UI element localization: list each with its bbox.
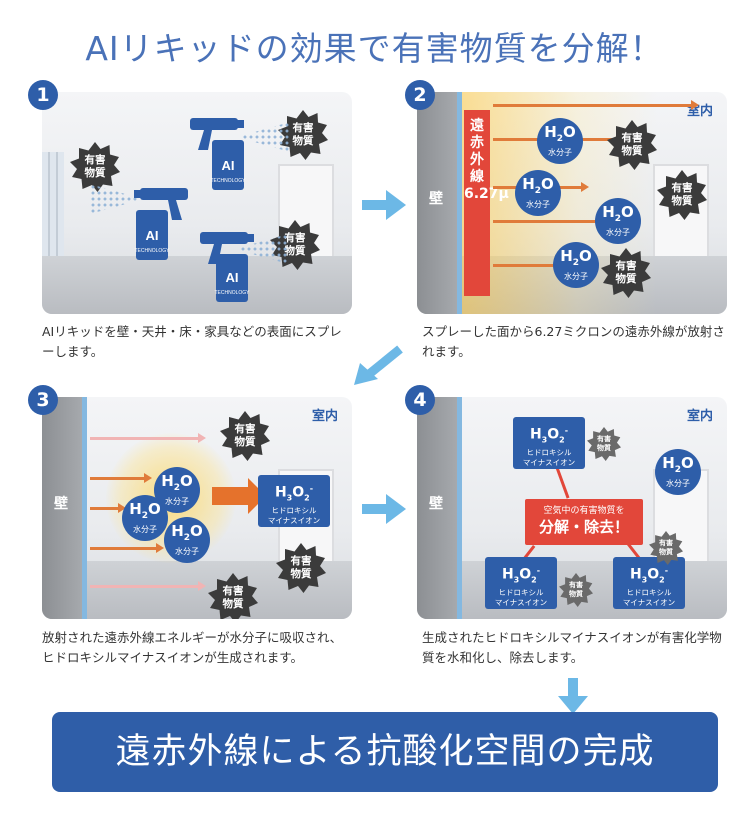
step-1-panel: 有害物質 有害物質 有害物質 AI TECHNOLOGY AI TECHNOLO… [42,92,352,314]
infrared-ray [90,473,152,483]
step-4-panel: 壁 室内 空気中の有害物質を 分解・除去！ H3O2- ヒドロキシルマイナスイオ… [417,397,727,619]
infrared-ray [90,503,126,513]
step-number-4: 4 [405,385,435,415]
sprayer-icon: AI TECHNOLOGY [190,118,246,190]
sprayer-icon: AI TECHNOLOGY [134,188,188,260]
arrow-right-icon [362,494,406,524]
wall-surface [457,397,462,619]
arrow-down-left-icon [354,345,403,385]
hydroxyl-ion: H3O2- ヒドロキシルマイナスイオン [258,475,330,527]
hydroxyl-ion: H3O2- ヒドロキシルマイナスイオン [513,417,585,469]
wall-surface [457,92,462,314]
toxin-badge: 有害物質 [587,427,621,461]
arrow-down-icon [558,678,588,714]
svg-text:AI: AI [226,270,239,285]
hydroxyl-ion: H3O2- ヒドロキシルマイナスイオン [613,557,685,609]
wall [417,92,457,314]
conclusion-banner: 遠赤外線による抗酸化空間の完成 [52,712,718,792]
window [42,152,64,262]
arrow-right-icon [362,190,406,220]
decompose-callout: 空気中の有害物質を 分解・除去！ [525,499,643,545]
spray-mist [242,122,290,152]
spray-mist [90,184,138,214]
room-label: 室内 [686,409,713,424]
step-4-caption: 生成されたヒドロキシルマイナスイオンが有害化学物質を水和化し、除去します。 [422,630,722,665]
room-label: 室内 [311,409,338,424]
toxin-badge: 有害物質 [220,411,270,461]
infrared-ray [90,543,164,553]
page-title: AIリキッドの効果で有害物質を分解！ [85,29,664,68]
step-2-caption: スプレーした面から6.27ミクロンの遠赤外線が放射されます。 [422,324,725,359]
infrared-label: 遠赤外線 6.27μ [464,110,509,296]
step-number-3: 3 [28,385,58,415]
step-3-caption: 放射された遠赤外線エネルギーが水分子に吸収され、ヒドロキシルマイナスイオンが生成… [42,630,343,665]
conversion-arrow-icon [212,478,266,514]
hydroxyl-ion: H3O2- ヒドロキシルマイナスイオン [485,557,557,609]
svg-text:TECHNOLOGY: TECHNOLOGY [210,178,246,184]
infrared-ray [90,433,206,443]
infrared-ray [90,581,206,591]
wall-surface [82,397,87,619]
svg-text:AI: AI [222,158,235,173]
wall-label: 壁 [54,496,68,512]
toxin-badge: 有害物質 [278,110,328,160]
step-number-2: 2 [405,80,435,110]
svg-text:TECHNOLOGY: TECHNOLOGY [214,290,250,296]
wall-label: 壁 [429,496,443,512]
sprayer-icon: AI TECHNOLOGY [200,232,254,302]
svg-text:AI: AI [146,228,159,243]
step-number-1: 1 [28,80,58,110]
svg-text:TECHNOLOGY: TECHNOLOGY [134,248,170,254]
toxin-badge: 有害物質 [70,142,120,192]
step-1-caption: AIリキッドを壁・天井・床・家具などの表面にスプレーします。 [42,324,342,359]
wall [417,397,457,619]
wall-label: 壁 [429,191,443,207]
infrared-ray [493,100,699,110]
wall [42,397,82,619]
